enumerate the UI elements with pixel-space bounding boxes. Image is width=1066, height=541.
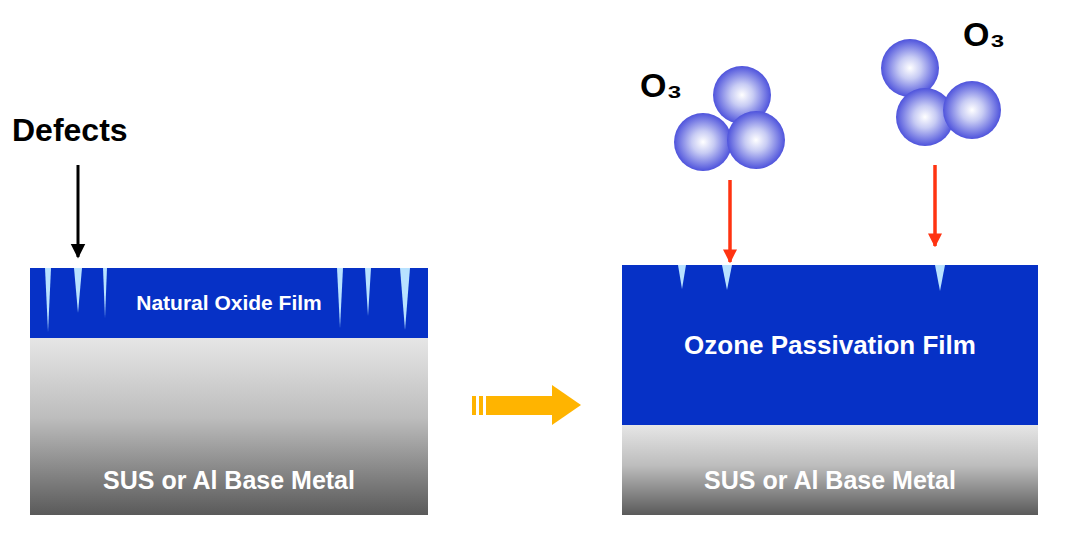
ozone-formula: O₃ bbox=[640, 68, 682, 102]
defect-pointer bbox=[77, 165, 80, 257]
ozone-molecule bbox=[674, 66, 785, 171]
ozone-arrow bbox=[933, 165, 937, 246]
band-label: SUS or Al Base Metal bbox=[103, 466, 355, 495]
base-metal-band: SUS or Al Base Metal bbox=[622, 425, 1038, 515]
band-label: SUS or Al Base Metal bbox=[704, 466, 956, 495]
band-label: Ozone Passivation Film bbox=[684, 330, 976, 361]
base-metal-band: SUS or Al Base Metal bbox=[30, 338, 428, 515]
passivation-film-band: Ozone Passivation Film bbox=[622, 265, 1038, 425]
ozone-formula: O₃ bbox=[963, 17, 1005, 51]
defect-cracks bbox=[45, 265, 945, 332]
band-label: Natural Oxide Film bbox=[136, 291, 322, 315]
process-arrow bbox=[472, 385, 581, 425]
defects-label: Defects bbox=[12, 114, 128, 146]
ozone-molecule bbox=[881, 39, 1001, 146]
ozone-arrow bbox=[728, 180, 732, 262]
oxide-film-band: Natural Oxide Film bbox=[30, 268, 428, 338]
